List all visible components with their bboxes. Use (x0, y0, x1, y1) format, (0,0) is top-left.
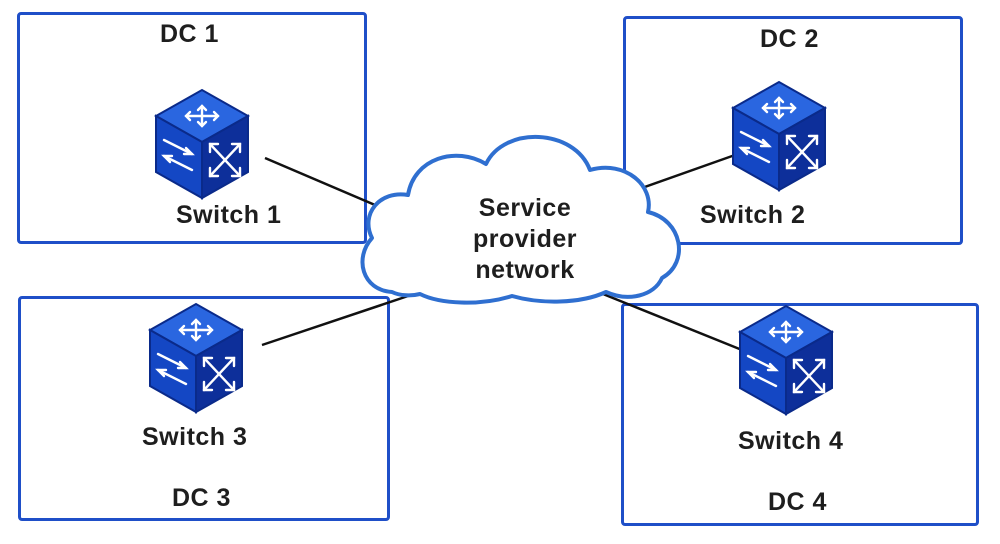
switch-2-icon (731, 80, 827, 192)
switch-3-icon (148, 302, 244, 414)
cloud-label-line-2: provider (472, 225, 578, 253)
switch-4-icon (738, 304, 834, 416)
link-switch4-cloud (597, 290, 743, 352)
cloud-label-line-3: network (475, 256, 575, 284)
dc-3-label: DC 3 (172, 484, 231, 512)
dc-2-label: DC 2 (760, 25, 819, 53)
dc-box-4 (621, 303, 979, 526)
switch-1-icon (154, 88, 250, 200)
link-switch3-cloud (261, 290, 421, 347)
switch-4-label: Switch 4 (738, 427, 844, 455)
cloud-label-line-1: Service (478, 194, 572, 222)
switch-1-label: Switch 1 (176, 201, 282, 229)
cloud-label: Service provider network (420, 193, 630, 286)
link-switch1-cloud (264, 156, 383, 210)
dc-1-label: DC 1 (160, 20, 219, 48)
dc-4-label: DC 4 (768, 488, 827, 516)
switch-2-label: Switch 2 (700, 201, 806, 229)
cloud-icon (360, 134, 681, 305)
switch-3-label: Switch 3 (142, 423, 248, 451)
